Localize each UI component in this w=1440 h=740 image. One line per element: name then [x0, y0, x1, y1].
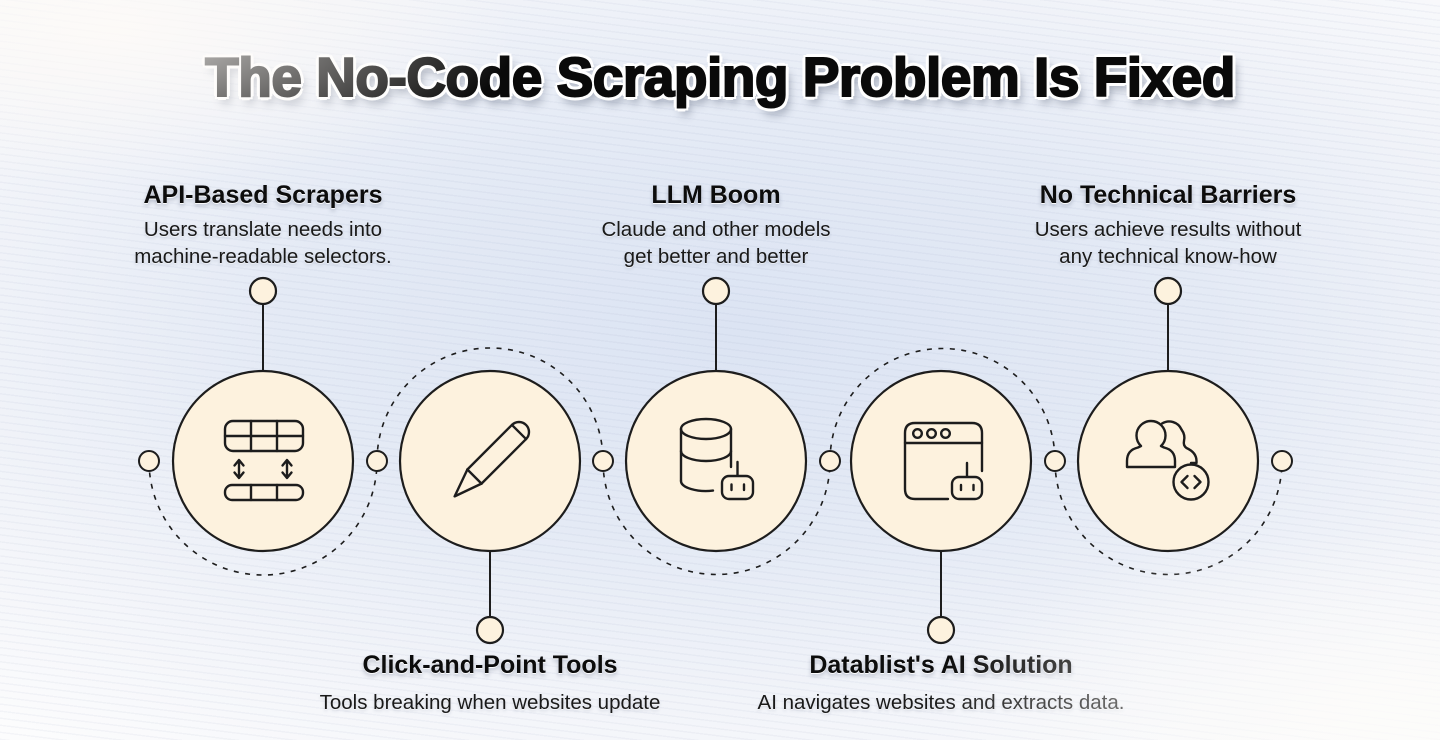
node-5-circle	[1076, 369, 1260, 553]
node-3-description: Claude and other models get better and b…	[601, 218, 831, 268]
node-4-circle	[849, 369, 1033, 553]
node-4-label: Datablist's AI Solution AI navigates web…	[701, 650, 1181, 716]
users-code-icon	[1125, 419, 1210, 501]
arc-under-node-5	[1054, 460, 1283, 576]
connector-dot	[1271, 450, 1293, 472]
stem-dot	[475, 615, 505, 645]
page-title: The No-Code Scraping Problem Is Fixed	[204, 45, 1236, 109]
database-ai-bot-icon	[679, 417, 755, 501]
arc-over-node-2	[376, 347, 604, 462]
node-5-title: No Technical Barriers	[1039, 181, 1297, 209]
node-1-label: API-Based Scrapers Users translate needs…	[83, 180, 443, 270]
node-2-circle	[398, 369, 582, 553]
connector-dot	[366, 450, 388, 472]
label-stems	[262, 304, 1169, 617]
connector-dots	[138, 450, 1293, 472]
node-5-label: No Technical Barriers Users achieve resu…	[988, 180, 1348, 270]
node-1-title: API-Based Scrapers	[143, 181, 383, 209]
connector-dot	[1044, 450, 1066, 472]
connector-dot	[819, 450, 841, 472]
browser-ai-bot-icon	[903, 421, 984, 501]
node-4-title: Datablist's AI Solution	[809, 651, 1073, 679]
stem-dot	[926, 615, 956, 645]
node-2-description: Tools breaking when websites update	[319, 691, 661, 714]
node-3-label: LLM Boom Claude and other models get bet…	[536, 180, 896, 270]
node-1-circle	[171, 369, 355, 553]
stem-dot	[1153, 276, 1183, 306]
node-3-title: LLM Boom	[651, 181, 781, 209]
serpentine-connector	[148, 347, 1283, 576]
stem-dots	[248, 276, 1183, 645]
node-2-label: Click-and-Point Tools Tools breaking whe…	[250, 650, 730, 716]
node-4-description: AI navigates websites and extracts data.	[757, 691, 1125, 714]
table-rows-split-icon	[223, 419, 305, 502]
connector-dot	[138, 450, 160, 472]
pencil-icon	[453, 420, 531, 498]
arc-over-node-4	[829, 347, 1056, 462]
node-5-description: Users achieve results without any techni…	[1034, 218, 1302, 268]
arc-under-node-1	[148, 460, 378, 576]
connector-dot	[592, 450, 614, 472]
stem-dot	[248, 276, 278, 306]
stem-dot	[701, 276, 731, 306]
node-2-title: Click-and-Point Tools	[362, 651, 618, 679]
node-1-description: Users translate needs into machine-reada…	[134, 218, 392, 268]
arc-under-node-3	[602, 460, 831, 576]
